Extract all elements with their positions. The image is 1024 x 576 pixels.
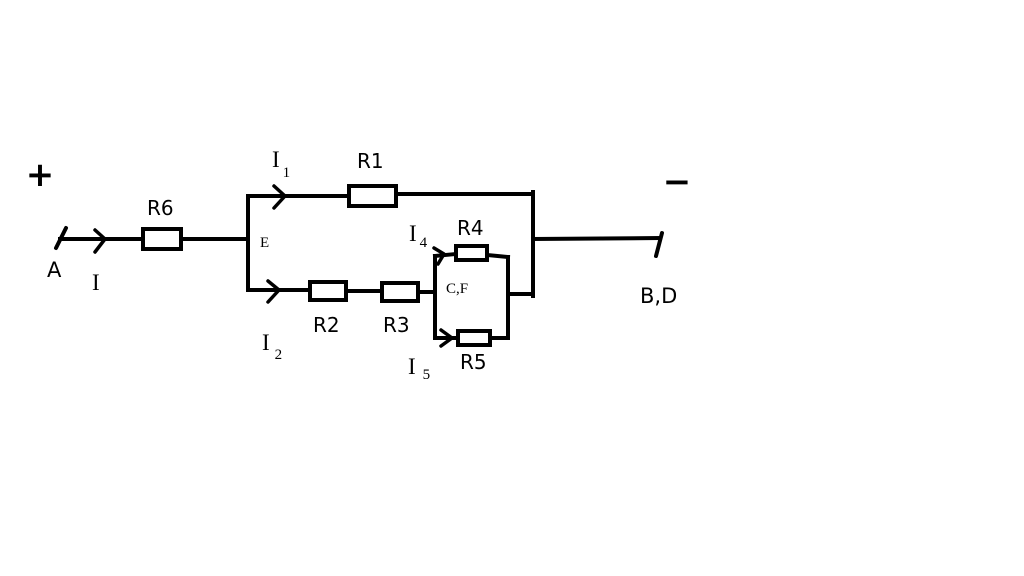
terminal-bd-tick-icon (654, 231, 664, 258)
r3-label: R3 (383, 313, 410, 337)
terminal-a-label: A (47, 258, 62, 282)
wire-r4-right (484, 252, 511, 260)
node-e-label: E (260, 235, 269, 251)
resistor-r4 (454, 244, 489, 262)
r6-label: R6 (147, 196, 174, 220)
current-arrows (93, 184, 454, 348)
minus-sign: − (663, 162, 692, 202)
wire-r4-left (432, 251, 459, 259)
current-i4-main: I (409, 221, 417, 246)
r2-label: R2 (313, 313, 340, 337)
r4-label: R4 (457, 216, 484, 240)
arrow-i-icon (93, 228, 107, 254)
arrow-i5-icon (439, 328, 454, 348)
r1-label: R1 (357, 149, 384, 173)
current-i2-sub: 2 (275, 347, 283, 363)
current-i5-main: I (408, 354, 416, 379)
current-i1-label: I1 (272, 147, 290, 181)
plus-sign: + (26, 155, 55, 195)
wire-to-bd (530, 235, 663, 242)
resistors (141, 184, 492, 347)
current-i4-sub: 4 (420, 235, 428, 251)
resistor-r6 (141, 227, 183, 251)
terminal-a-tick-icon (54, 226, 68, 250)
resistor-r5 (456, 329, 492, 347)
node-cf-label: C,F (446, 281, 468, 297)
resistor-r1 (347, 184, 398, 208)
terminal-bd-label: B,D (640, 284, 677, 308)
arrow-i1-icon (272, 184, 287, 210)
current-i2-main: I (262, 330, 270, 355)
resistor-r2 (308, 280, 348, 302)
r5-label: R5 (460, 350, 487, 374)
current-i-label: I (92, 270, 100, 295)
resistor-r3 (380, 281, 420, 303)
current-i1-sub: 1 (283, 165, 291, 181)
circuit-wires (58, 190, 663, 340)
current-i5-sub: 5 (423, 367, 431, 383)
current-i1-main: I (272, 147, 280, 172)
arrow-i2-icon (266, 279, 281, 304)
arrow-i4-icon (432, 246, 446, 266)
